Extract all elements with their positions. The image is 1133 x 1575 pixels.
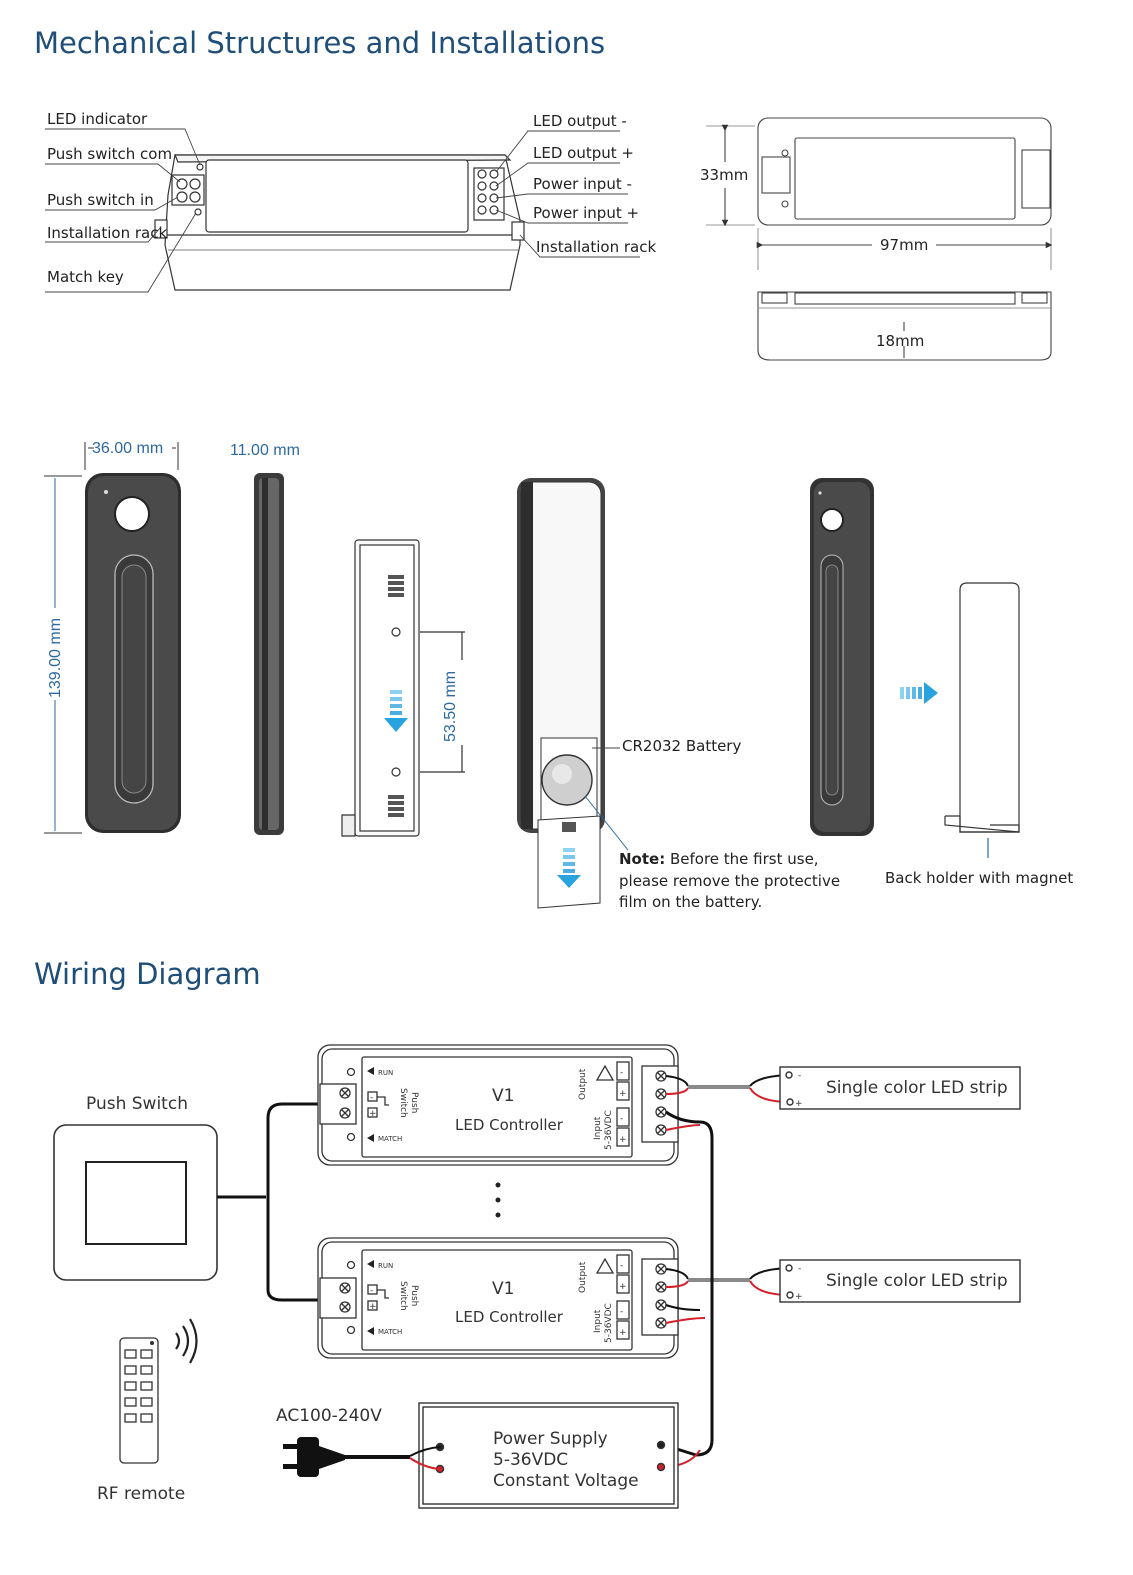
- power-supply: [418, 1402, 679, 1509]
- note-text-1: Note: Before the first use,: [619, 850, 819, 868]
- c2-match-label: MATCH: [378, 1328, 402, 1336]
- label-ac-input: AC100-240V: [276, 1406, 382, 1426]
- remote-back-plate: [341, 539, 465, 837]
- note-line2: please remove the protective: [619, 872, 840, 890]
- ps-line1: Power Supply: [493, 1429, 608, 1449]
- c2-minus-a: -: [370, 1286, 373, 1296]
- more-controllers-dots: [495, 1182, 501, 1218]
- label-battery: CR2032 Battery: [622, 737, 741, 755]
- c1-out-plus: +: [619, 1089, 627, 1099]
- label-led-indicator: LED indicator: [47, 110, 148, 128]
- note-line3: film on the battery.: [619, 893, 762, 911]
- label-led-output-plus: LED output +: [533, 144, 634, 162]
- label-push-switch-com: Push switch com: [47, 145, 172, 163]
- c2-switch-label: Switch: [398, 1281, 408, 1311]
- label-installation-rack-left: Installation rack: [47, 224, 167, 242]
- label-installation-rack-right: Installation rack: [536, 238, 656, 256]
- dim-hole-spacing: 53.50 mm: [442, 671, 459, 742]
- match-arrow-icon: [367, 1134, 374, 1142]
- c1-voltage-label: 5-36VDC: [604, 1110, 614, 1150]
- remote-angled-view: [810, 478, 874, 836]
- label-led-output-minus: LED output -: [533, 112, 627, 130]
- mechanical-title: Mechanical Structures and Installations: [34, 26, 606, 60]
- c2-model: V1: [492, 1279, 514, 1299]
- controller-leaders: [45, 128, 640, 293]
- c2-out-plus: +: [619, 1282, 627, 1292]
- back-holder: [944, 582, 1020, 858]
- run-arrow-icon: [367, 1067, 374, 1075]
- dim-length: 97mm: [880, 236, 928, 254]
- c1-name: LED Controller: [455, 1116, 564, 1134]
- strip1-minus: -: [798, 1071, 801, 1081]
- run-arrow-icon: [367, 1260, 374, 1268]
- ac-plug-icon: [283, 1437, 441, 1477]
- controller-top-view: [706, 117, 1053, 270]
- c1-in-minus: -: [620, 1114, 623, 1124]
- dim-remote-thickness: 11.00 mm: [230, 442, 300, 459]
- c2-plus-a: +: [369, 1302, 377, 1312]
- led-strip-2: [779, 1259, 1021, 1303]
- controller-side-view: [757, 291, 1052, 361]
- label-push-switch-in: Push switch in: [47, 191, 154, 209]
- led-strip-1: [779, 1066, 1021, 1110]
- strip2-plus: +: [795, 1292, 803, 1302]
- c2-name: LED Controller: [455, 1308, 564, 1326]
- c1-push-label: Push: [409, 1092, 419, 1113]
- push-switch-device: [53, 1124, 218, 1281]
- strip1-label: Single color LED strip: [826, 1078, 1008, 1098]
- note-bold: Note:: [619, 850, 665, 868]
- c2-run-label: RUN: [378, 1262, 393, 1270]
- c1-run-label: RUN: [378, 1069, 393, 1077]
- c1-model: V1: [492, 1086, 514, 1106]
- c1-plus-a: +: [369, 1109, 377, 1119]
- c2-voltage-label: 5-36VDC: [604, 1303, 614, 1343]
- dim-remote-width: 36.00 mm: [92, 440, 163, 457]
- strip1-plus: +: [795, 1099, 803, 1109]
- label-match-key: Match key: [47, 268, 124, 286]
- dim-remote-height: 139.00 mm: [47, 618, 64, 698]
- c1-match-label: MATCH: [378, 1135, 402, 1143]
- label-push-switch: Push Switch: [86, 1094, 188, 1114]
- c1-input-label: Input: [593, 1116, 603, 1140]
- dim-height: 33mm: [700, 166, 748, 184]
- note-line1: Before the first use,: [665, 850, 818, 868]
- label-power-input-minus: Power input -: [533, 175, 632, 193]
- c1-in-plus: +: [619, 1135, 627, 1145]
- rf-remote-device: [119, 1337, 159, 1464]
- label-back-holder: Back holder with magnet: [885, 869, 1073, 887]
- wiring-title: Wiring Diagram: [34, 957, 261, 991]
- ps-line3: Constant Voltage: [493, 1471, 639, 1491]
- c2-in-minus: -: [620, 1307, 623, 1317]
- c1-out-minus: -: [620, 1068, 623, 1078]
- c1-switch-label: Switch: [398, 1088, 408, 1118]
- label-power-input-plus: Power input +: [533, 204, 639, 222]
- remote-dim-lines: [44, 442, 179, 834]
- c1-output-label: Output: [578, 1068, 588, 1100]
- c1-minus-a: -: [370, 1093, 373, 1103]
- remote-front-view: [85, 473, 181, 833]
- right-arrow-icon: [900, 682, 938, 704]
- c2-push-label: Push: [409, 1285, 419, 1306]
- remote-side-view: [254, 473, 284, 835]
- led-strip-wires: [665, 1074, 791, 1296]
- match-arrow-icon: [367, 1327, 374, 1335]
- c2-output-label: Output: [578, 1261, 588, 1293]
- down-arrow-icon: [384, 690, 408, 732]
- dim-depth: 18mm: [876, 332, 924, 350]
- label-rf-remote: RF remote: [97, 1484, 185, 1504]
- wireless-signal-icon: [175, 1318, 198, 1364]
- led-controller-1: [317, 1044, 679, 1166]
- led-controller-2: [317, 1237, 679, 1359]
- down-arrow-icon: [557, 848, 581, 888]
- strip2-minus: -: [798, 1264, 801, 1274]
- strip2-label: Single color LED strip: [826, 1271, 1008, 1291]
- controller-iso-view: [154, 154, 525, 291]
- c2-in-plus: +: [619, 1328, 627, 1338]
- remote-battery-view: [517, 478, 629, 909]
- c2-out-minus: -: [620, 1261, 623, 1271]
- c2-input-label: Input: [593, 1309, 603, 1333]
- ps-line2: 5-36VDC: [493, 1450, 568, 1470]
